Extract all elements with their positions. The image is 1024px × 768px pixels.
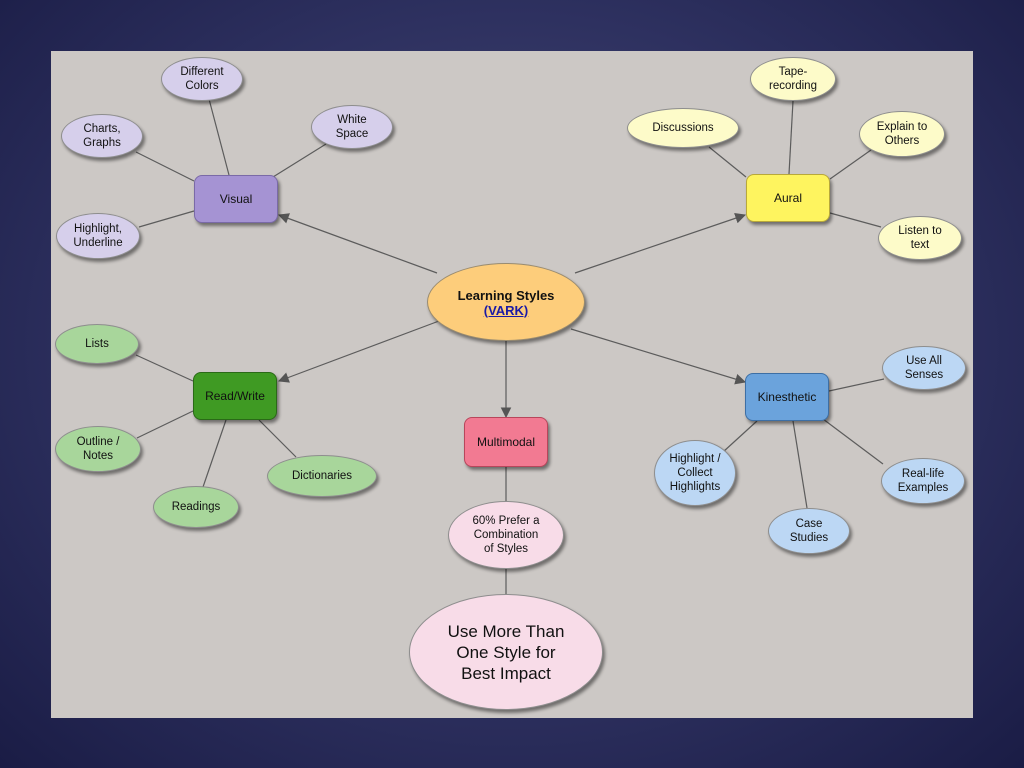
connector-line <box>208 98 230 176</box>
connector-line <box>822 418 884 465</box>
connector-arrow <box>574 213 747 274</box>
conclusion-node: Use More Than One Style for Best Impact <box>409 594 603 710</box>
aural-item-listen-to-text: Listen to text <box>878 216 962 260</box>
readwrite-item-dictionaries: Dictionaries <box>267 455 377 497</box>
center-title: Learning Styles <box>457 287 555 303</box>
kinesthetic-item-use-all-senses: Use All Senses <box>882 346 966 390</box>
readwrite-item-outline-notes: Outline / Notes <box>55 426 141 472</box>
connector-arrow <box>570 328 747 385</box>
multimodal-item-prefer-combination: 60% Prefer a Combination of Styles <box>448 501 564 569</box>
diagram-panel: Learning Styles (VARK) Visual Different … <box>51 51 973 718</box>
connector-line <box>138 210 195 228</box>
visual-item-highlight-underline: Highlight, Underline <box>56 213 140 259</box>
connector-arrow <box>277 320 440 383</box>
connector-line <box>829 149 872 180</box>
connector-line <box>272 143 327 178</box>
readwrite-category-box: Read/Write <box>193 372 277 420</box>
readwrite-item-readings: Readings <box>153 486 239 528</box>
center-node-learning-styles: Learning Styles (VARK) <box>427 263 585 341</box>
aural-item-discussions: Discussions <box>627 108 739 148</box>
connector-line <box>136 410 194 439</box>
kinesthetic-item-real-life-examples: Real-life Examples <box>881 458 965 504</box>
connector-line <box>202 419 227 488</box>
kinesthetic-item-highlight-collect: Highlight / Collect Highlights <box>654 440 736 506</box>
connector-line <box>708 146 747 178</box>
visual-item-different-colors: Different Colors <box>161 57 243 101</box>
kinesthetic-category-box: Kinesthetic <box>745 373 829 421</box>
vark-link[interactable]: (VARK) <box>483 302 529 318</box>
connector-arrow <box>277 213 438 274</box>
connector-lines <box>135 98 885 594</box>
connector-line <box>258 419 297 458</box>
visual-category-box: Visual <box>194 175 278 223</box>
connector-line <box>792 420 808 509</box>
connector-line <box>135 354 194 382</box>
kinesthetic-item-case-studies: Case Studies <box>768 508 850 554</box>
aural-category-box: Aural <box>746 174 830 222</box>
readwrite-item-lists: Lists <box>55 324 139 364</box>
aural-item-tape-recording: Tape- recording <box>750 57 836 101</box>
visual-item-charts-graphs: Charts, Graphs <box>61 114 143 158</box>
connector-line <box>788 100 794 175</box>
connector-line <box>135 151 195 182</box>
visual-item-white-space: White Space <box>311 105 393 149</box>
aural-item-explain-to-others: Explain to Others <box>859 111 945 157</box>
connector-line <box>722 420 758 453</box>
connector-line <box>828 378 885 392</box>
connector-line <box>829 212 882 228</box>
multimodal-category-box: Multimodal <box>464 417 548 467</box>
